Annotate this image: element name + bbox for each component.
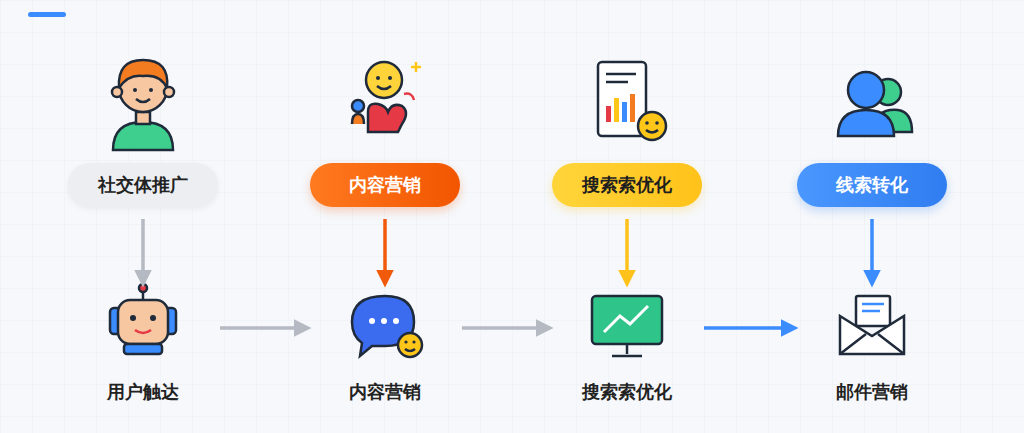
step-node: 内容营销 [320,280,450,410]
step-node: 邮件营销 [807,280,937,410]
node-label: 搜索索优化 [582,380,672,404]
person-icon [112,60,174,150]
flow-arrow [704,326,795,330]
emoji-heart-icon [352,62,421,132]
flow-arrow [462,326,550,330]
flow-arrow [625,219,629,284]
report-icon [598,62,666,140]
node-label: 搜索索优化 [582,173,672,197]
step-node: 用户触达 [78,280,208,410]
stage-pill: 线索转化 [797,163,947,207]
node-label: 线索转化 [836,173,908,197]
flow-arrow [870,219,874,284]
node-label: 内容营销 [349,173,421,197]
users-icon [838,72,912,136]
node-label: 邮件营销 [836,380,908,404]
flow-arrow [141,219,145,284]
accent-bar [28,12,66,17]
monitor-icon [592,296,662,356]
stage-pill: 社交体推广 [68,163,218,207]
step-node: 搜索索优化 [562,280,692,410]
node-label: 用户触达 [107,380,179,404]
stage-pill: 搜索索优化 [552,163,702,207]
robot-icon [110,284,176,354]
mail-icon [840,296,904,354]
flow-arrow [383,219,387,284]
node-label: 社交体推广 [98,173,188,197]
flow-arrow [220,326,308,330]
chat-icon [352,296,422,357]
node-label: 内容营销 [349,380,421,404]
stage-pill: 内容营销 [310,163,460,207]
